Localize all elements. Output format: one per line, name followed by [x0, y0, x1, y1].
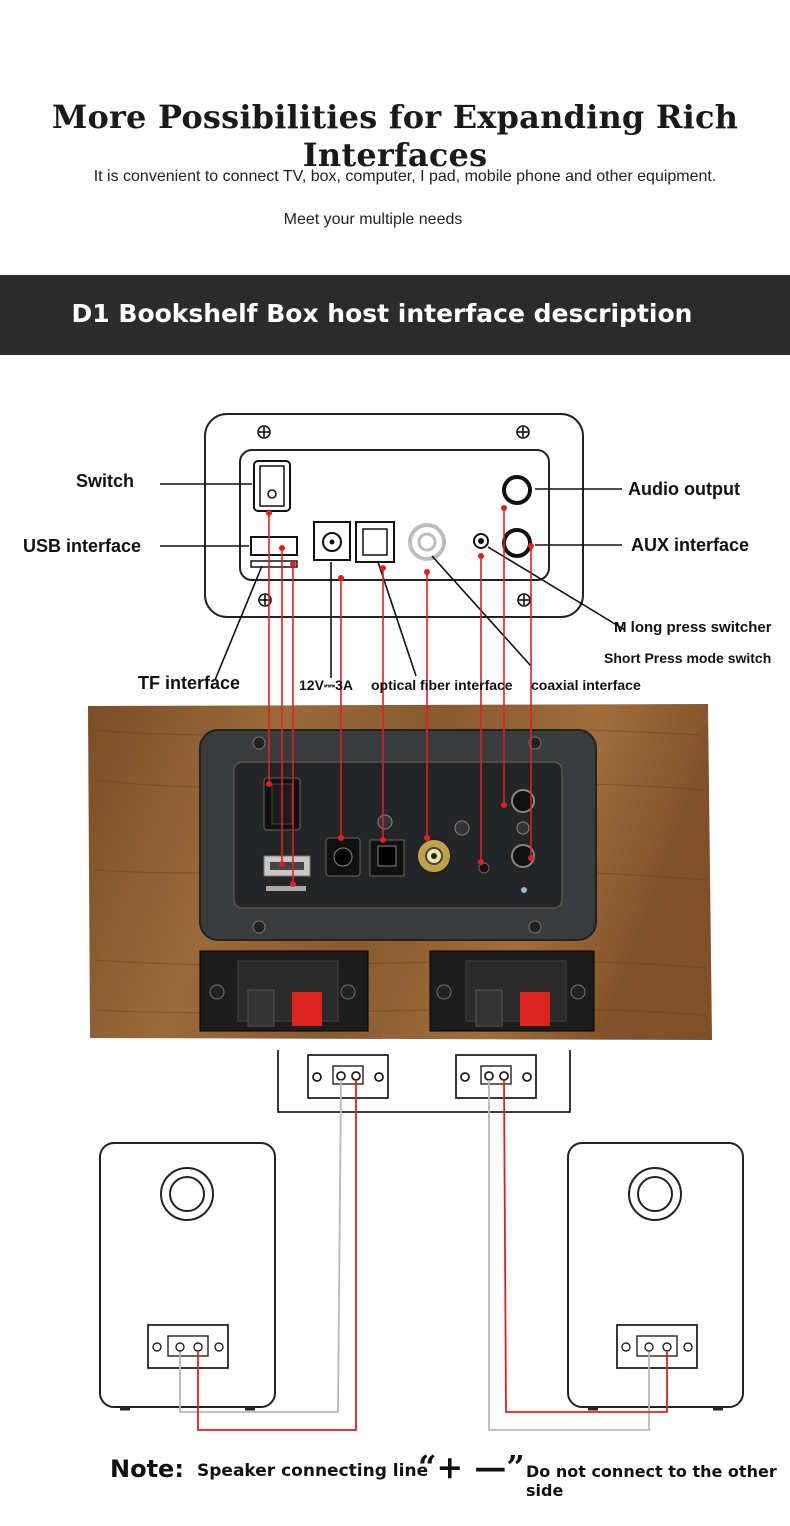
- mapping-wires: [268, 508, 532, 884]
- left-speaker-icon: [99, 1142, 276, 1411]
- dc-jack-icon: [313, 521, 351, 561]
- leader-lines: [160, 483, 626, 681]
- section-banner: D1 Bookshelf Box host interface descript…: [0, 275, 790, 355]
- mapping-dots: [266, 505, 534, 887]
- usb-port-icon: [250, 536, 298, 556]
- switch-icon: [253, 460, 291, 512]
- power-label: 12V⎓3A: [299, 677, 353, 693]
- aux-label: AUX interface: [631, 535, 750, 555]
- optical-label: optical fiber interface: [371, 677, 513, 693]
- switch-label: Switch: [76, 471, 135, 491]
- note-text: Speaker connecting line: [197, 1461, 429, 1481]
- schematic-panel: [204, 413, 584, 618]
- page-title: More Possibilities for Expanding Rich In…: [51, 98, 739, 174]
- mode-button-icon: [473, 533, 489, 549]
- note-heading: Note:: [110, 1455, 184, 1483]
- coaxial-port-icon: [408, 523, 446, 561]
- optical-port-icon: [355, 521, 395, 563]
- aux-jack-icon: [502, 528, 532, 558]
- tf-slot-icon: [250, 560, 298, 568]
- tf-label: TF interface: [138, 673, 241, 693]
- panel-photo: [88, 704, 712, 1040]
- photo-terminal-left: [199, 950, 369, 1032]
- section-title: D1 Bookshelf Box host interface descript…: [71, 299, 693, 328]
- intro-line: It is convenient to connect TV, box, com…: [93, 168, 717, 185]
- intro-subline: Meet your multiple needs: [283, 211, 463, 228]
- usb-label: USB interface: [23, 536, 142, 556]
- note-symbols: “+ —”: [418, 1448, 525, 1486]
- photo-terminal-right: [429, 950, 595, 1032]
- coaxial-label: coaxial interface: [531, 677, 641, 693]
- right-speaker-icon: [567, 1142, 744, 1411]
- host-terminal-diagram: [277, 1050, 571, 1113]
- audio-output-jack-icon: [502, 475, 532, 505]
- note-warning: Do not connect to the other side: [526, 1462, 777, 1500]
- audio-output-label: Audio output: [628, 479, 740, 499]
- mode-short-label: Short Press mode switch: [604, 650, 772, 666]
- speaker-wires: [179, 1079, 668, 1431]
- mode-long-label: M long press switcher: [614, 619, 772, 636]
